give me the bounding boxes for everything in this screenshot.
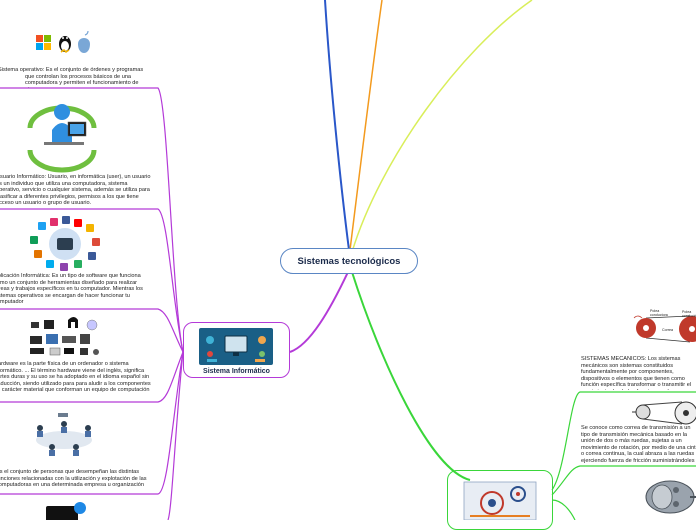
user-computer-icon [27,104,97,173]
item-personas: Es el conjunto de personas que desempeña… [0,469,147,489]
purple-sub-4 [0,351,184,403]
purple-sub-6 [167,351,184,520]
branch-blue [324,0,350,251]
branch-purple [289,271,349,353]
item-sistema-operativo: Sistema operativo: Es el conjunto de órd… [0,67,144,88]
branch-yellow-green [351,0,533,253]
hardware-icon [30,317,99,356]
mecanico-image [463,481,537,520]
informatico-node[interactable]: Sistema Informático [183,322,290,378]
mecanico-node[interactable] [447,470,553,530]
green-sub-3 [551,499,576,520]
informatico-image [199,328,273,365]
gearbox-diagram [645,480,696,514]
app-icons-icon [30,216,100,271]
os-logos-icon [36,30,90,53]
item-aplicacion: Aplicación Informática: Es un tipo de so… [0,273,143,306]
laptop-icon [46,502,86,520]
item-correa: Se conoce como correa de transmisión a u… [581,425,696,465]
purple-sub-2 [0,208,184,353]
purple-sub-1 [0,87,184,353]
label-correa: Correa [662,328,673,332]
root-node[interactable]: Sistemas tecnológicos [280,248,418,274]
green-sub-2 [551,465,696,496]
green-sub-1 [551,391,696,491]
purple-sub-5 [0,351,184,495]
pulley-diagram [633,315,696,343]
informatico-title: Sistema Informático [203,368,270,375]
item-usuario: Usuario Informático: Usuario, en informá… [0,174,151,207]
label-polea-conducida: Polea conducida [682,310,696,318]
branch-orange [349,0,383,251]
label-polea-conductora: Polea conductora [650,309,668,317]
branch-green [351,271,471,481]
root-title: Sistemas tecnológicos [297,255,401,267]
network-people-icon [36,413,92,456]
item-hardware: Hardware es la parte física de un ordena… [0,361,151,394]
item-sistemas-mecanicos: SISTEMAS MECÁNICOS: Los sistemas mecánic… [581,356,696,390]
purple-sub-3 [0,308,184,353]
belt-diagram [632,401,696,425]
